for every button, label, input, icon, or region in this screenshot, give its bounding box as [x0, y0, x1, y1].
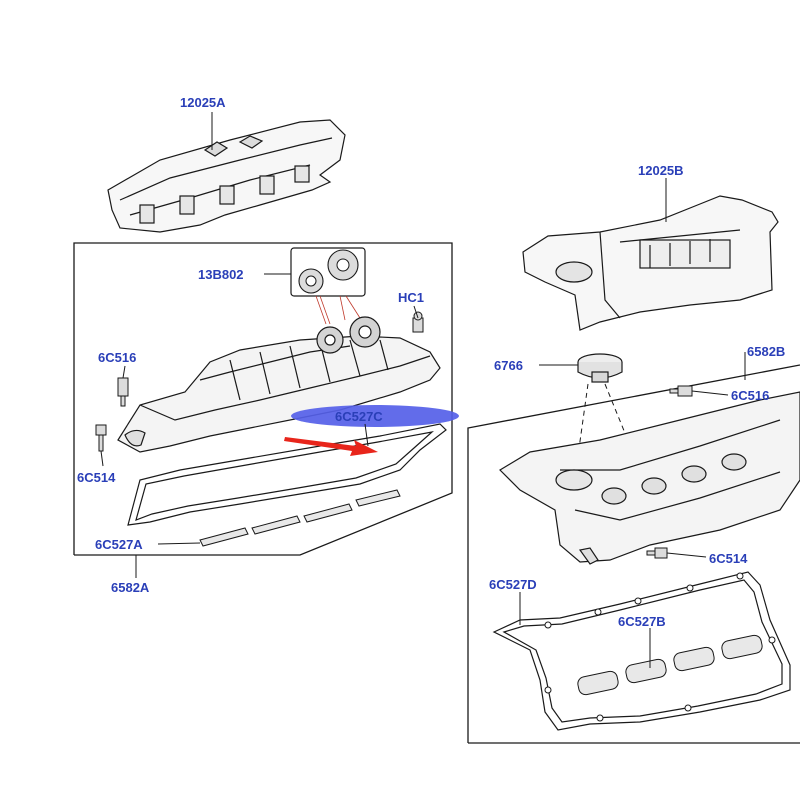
- gasket-right-spark: [577, 634, 763, 696]
- seal-kit-inset: [290, 247, 366, 297]
- label-6c527b: 6C527B: [618, 614, 666, 629]
- gasket-right-dots: [544, 572, 776, 722]
- label-6c514-left: 6C514: [77, 470, 116, 485]
- label-6582b: 6582B: [747, 344, 785, 359]
- highlight-arrow: [284, 437, 378, 456]
- valve-cover-left: [117, 316, 441, 453]
- label-12025b: 12025B: [638, 163, 684, 178]
- oil-cap: [577, 353, 623, 383]
- highlight-ellipse: [291, 405, 459, 427]
- label-6c527d: 6C527D: [489, 577, 537, 592]
- label-6c514-right: 6C514: [709, 551, 748, 566]
- bolt-right: [646, 547, 668, 559]
- label-hc1: HC1: [398, 290, 424, 305]
- engine-cover-left: [107, 119, 346, 233]
- callout-labels: 12025A 12025B 13B802 HC1 6C516 6C514 6C5…: [77, 95, 785, 629]
- gasket-left-main: [127, 423, 447, 526]
- leader-lines: [100, 112, 746, 668]
- gasket-left-spark: [199, 489, 401, 547]
- sensor-left: [117, 377, 129, 407]
- seal-leaders: [315, 295, 361, 325]
- label-6c516-left: 6C516: [98, 350, 136, 365]
- hc1-clip: [412, 311, 424, 333]
- gasket-right-main: [492, 571, 791, 731]
- left-group-frame: [73, 242, 453, 556]
- label-6c516-right: 6C516: [731, 388, 769, 403]
- sensor-right: [669, 385, 693, 397]
- label-6766: 6766: [494, 358, 523, 373]
- bolt-left: [95, 424, 107, 452]
- label-6c527c: 6C527C: [335, 409, 383, 424]
- engine-cover-right: [522, 195, 779, 331]
- label-6582a: 6582A: [111, 580, 150, 595]
- label-12025a: 12025A: [180, 95, 226, 110]
- label-6c527a: 6C527A: [95, 537, 143, 552]
- label-13b802: 13B802: [198, 267, 244, 282]
- valve-cover-right: [499, 391, 800, 565]
